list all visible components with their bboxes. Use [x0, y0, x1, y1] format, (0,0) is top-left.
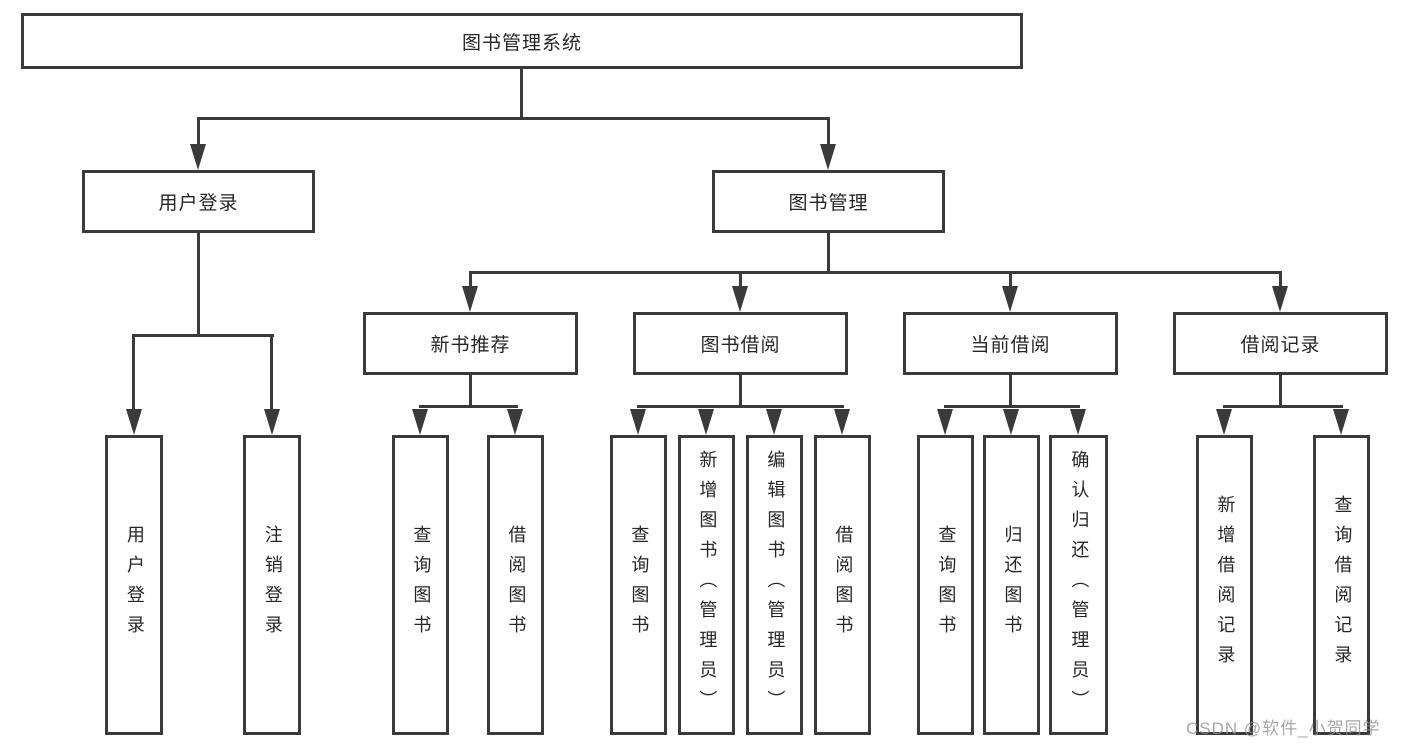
arrow-down-icon — [126, 409, 142, 435]
connector-user-login-children — [132, 334, 274, 337]
leaf-label: 用户登录 — [124, 525, 145, 645]
arrow-down-icon — [1216, 409, 1232, 435]
arrow-down-icon — [630, 409, 646, 435]
leaf-label: 注销登录 — [262, 525, 283, 645]
node-current-borrow: 当前借阅 — [903, 312, 1118, 375]
leaf-current-confirm-return-admin: 确认归还（管理员） — [1049, 435, 1108, 735]
leaf-label: 查询图书 — [936, 525, 957, 645]
connector-book-borrow-children — [637, 405, 844, 408]
arrow-down-icon — [698, 409, 714, 435]
connector-leaf-drop — [270, 334, 273, 410]
connector-leaf-drop — [132, 334, 135, 410]
leaf-label: 确认归还（管理员） — [1069, 450, 1090, 720]
leaf-label: 借阅图书 — [833, 525, 854, 645]
leaf-label: 归还图书 — [1002, 525, 1023, 645]
connector-borrow-records-stem — [1279, 375, 1282, 407]
leaf-label: 查询借阅记录 — [1332, 495, 1353, 675]
arrow-down-icon — [937, 409, 953, 435]
leaf-borrow-add-book-admin: 新增图书（管理员） — [678, 435, 735, 735]
arrow-down-icon — [820, 144, 836, 170]
leaf-label: 查询图书 — [629, 525, 650, 645]
arrow-down-icon — [1070, 409, 1086, 435]
arrow-down-icon — [732, 286, 748, 312]
leaf-current-return-book: 归还图书 — [983, 435, 1040, 735]
connector-book-management-stem — [827, 233, 830, 273]
connector-root-stem — [520, 69, 523, 119]
leaf-label: 借阅图书 — [506, 525, 527, 645]
connector-level3-drop — [1279, 271, 1282, 288]
arrow-down-icon — [766, 409, 782, 435]
arrow-down-icon — [462, 286, 478, 312]
leaf-current-query-book: 查询图书 — [917, 435, 974, 735]
node-book-borrow: 图书借阅 — [633, 312, 848, 375]
arrow-down-icon — [412, 409, 428, 435]
arrow-down-icon — [507, 409, 523, 435]
connector-new-book-stem — [469, 375, 472, 407]
connector-level3-drop — [469, 271, 472, 288]
leaf-borrow-book: 借阅图书 — [814, 435, 871, 735]
leaf-user-login: 用户登录 — [105, 435, 163, 735]
arrow-down-icon — [1272, 286, 1288, 312]
connector-borrow-records-children — [1223, 405, 1343, 408]
connector-book-management-drop — [827, 117, 830, 145]
leaf-logout: 注销登录 — [243, 435, 301, 735]
connector-level2 — [197, 117, 830, 120]
connector-new-book-children — [419, 405, 518, 408]
connector-level3 — [469, 271, 1282, 274]
leaf-borrow-query-book: 查询图书 — [610, 435, 667, 735]
connector-level3-drop — [1009, 271, 1012, 288]
arrow-down-icon — [834, 409, 850, 435]
connector-current-borrow-children — [944, 405, 1080, 408]
arrow-down-icon — [190, 144, 206, 170]
leaf-new-book-borrow: 借阅图书 — [487, 435, 544, 735]
csdn-watermark: CSDN @软件_小贺同学 — [1186, 719, 1381, 738]
connector-book-borrow-stem — [739, 375, 742, 407]
leaf-records-query: 查询借阅记录 — [1313, 435, 1370, 735]
node-root: 图书管理系统 — [21, 13, 1023, 69]
node-new-book-recommend: 新书推荐 — [363, 312, 578, 375]
leaf-new-book-query: 查询图书 — [392, 435, 449, 735]
arrow-down-icon — [1333, 409, 1349, 435]
connector-user-login-drop — [197, 117, 200, 145]
leaf-label: 编辑图书（管理员） — [765, 450, 786, 720]
arrow-down-icon — [1002, 286, 1018, 312]
arrow-down-icon — [1003, 409, 1019, 435]
connector-user-login-stem — [197, 233, 200, 336]
node-user-login: 用户登录 — [82, 170, 315, 233]
connector-level3-drop — [739, 271, 742, 288]
leaf-label: 查询图书 — [411, 525, 432, 645]
leaf-label: 新增图书（管理员） — [697, 450, 718, 720]
arrow-down-icon — [264, 409, 280, 435]
leaf-borrow-edit-book-admin: 编辑图书（管理员） — [746, 435, 803, 735]
node-borrow-records: 借阅记录 — [1173, 312, 1388, 375]
node-book-management: 图书管理 — [712, 170, 945, 233]
connector-current-borrow-stem — [1009, 375, 1012, 407]
leaf-records-add: 新增借阅记录 — [1196, 435, 1253, 735]
leaf-label: 新增借阅记录 — [1215, 495, 1236, 675]
